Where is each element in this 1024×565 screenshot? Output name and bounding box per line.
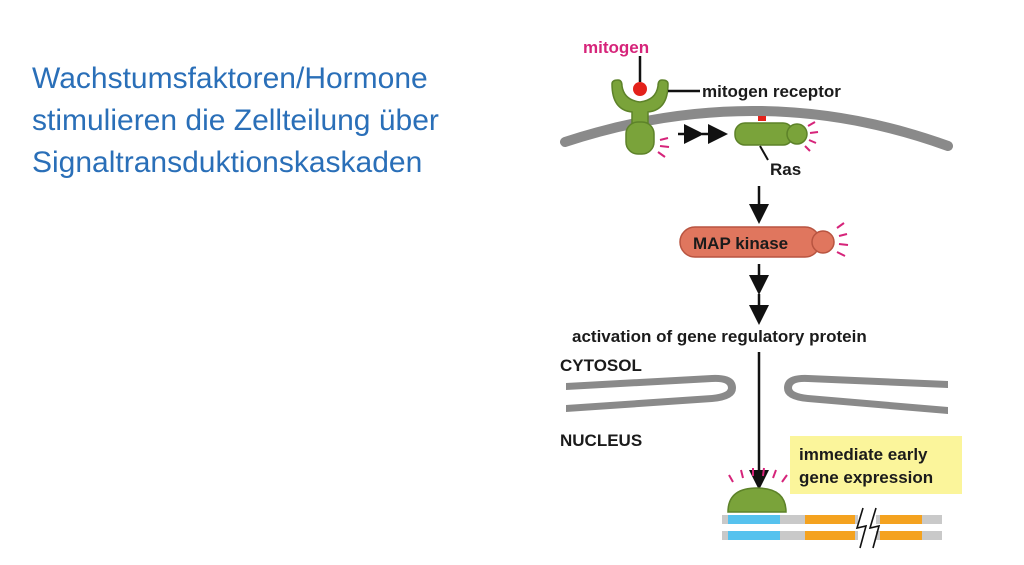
- mitogen-label: mitogen: [583, 38, 649, 57]
- gene-expression-line-1: immediate early: [799, 445, 928, 464]
- mitogen-receptor-label: mitogen receptor: [702, 82, 841, 101]
- ras-activation-rays: [804, 121, 819, 152]
- nucleus-label: NUCLEUS: [560, 431, 642, 450]
- nuclear-envelope: [566, 374, 948, 414]
- ras-protein-icon: [734, 116, 808, 146]
- slide-title: Wachstumsfaktoren/Hormone stimulieren di…: [32, 58, 552, 184]
- title-line-1: Wachstumsfaktoren/Hormone: [32, 62, 428, 95]
- mitogen-icon: [633, 82, 647, 96]
- gene-expression-box: [790, 436, 962, 494]
- gene-regulatory-protein-icon: [727, 487, 787, 513]
- gene-regulatory-protein-activation-rays: [728, 467, 788, 483]
- receptor-activation-rays: [657, 137, 670, 158]
- title-line-2: stimulieren die Zellteilung über: [32, 104, 439, 137]
- map-kinase-label: MAP kinase: [693, 234, 788, 253]
- map-kinase-activation-rays: [836, 222, 849, 257]
- map-kinase-icon: [679, 226, 835, 258]
- gene-expression-line-2: gene expression: [799, 468, 933, 487]
- mitogen-receptor-icon: [611, 79, 669, 155]
- activation-label: activation of gene regulatory protein: [572, 327, 867, 346]
- cytosol-label: CYTOSOL: [560, 356, 642, 375]
- plasma-membrane: [560, 106, 953, 151]
- dna-strands: [722, 507, 942, 549]
- ras-label: Ras: [770, 160, 801, 179]
- title-line-3: Signaltransduktionskaskaden: [32, 146, 423, 179]
